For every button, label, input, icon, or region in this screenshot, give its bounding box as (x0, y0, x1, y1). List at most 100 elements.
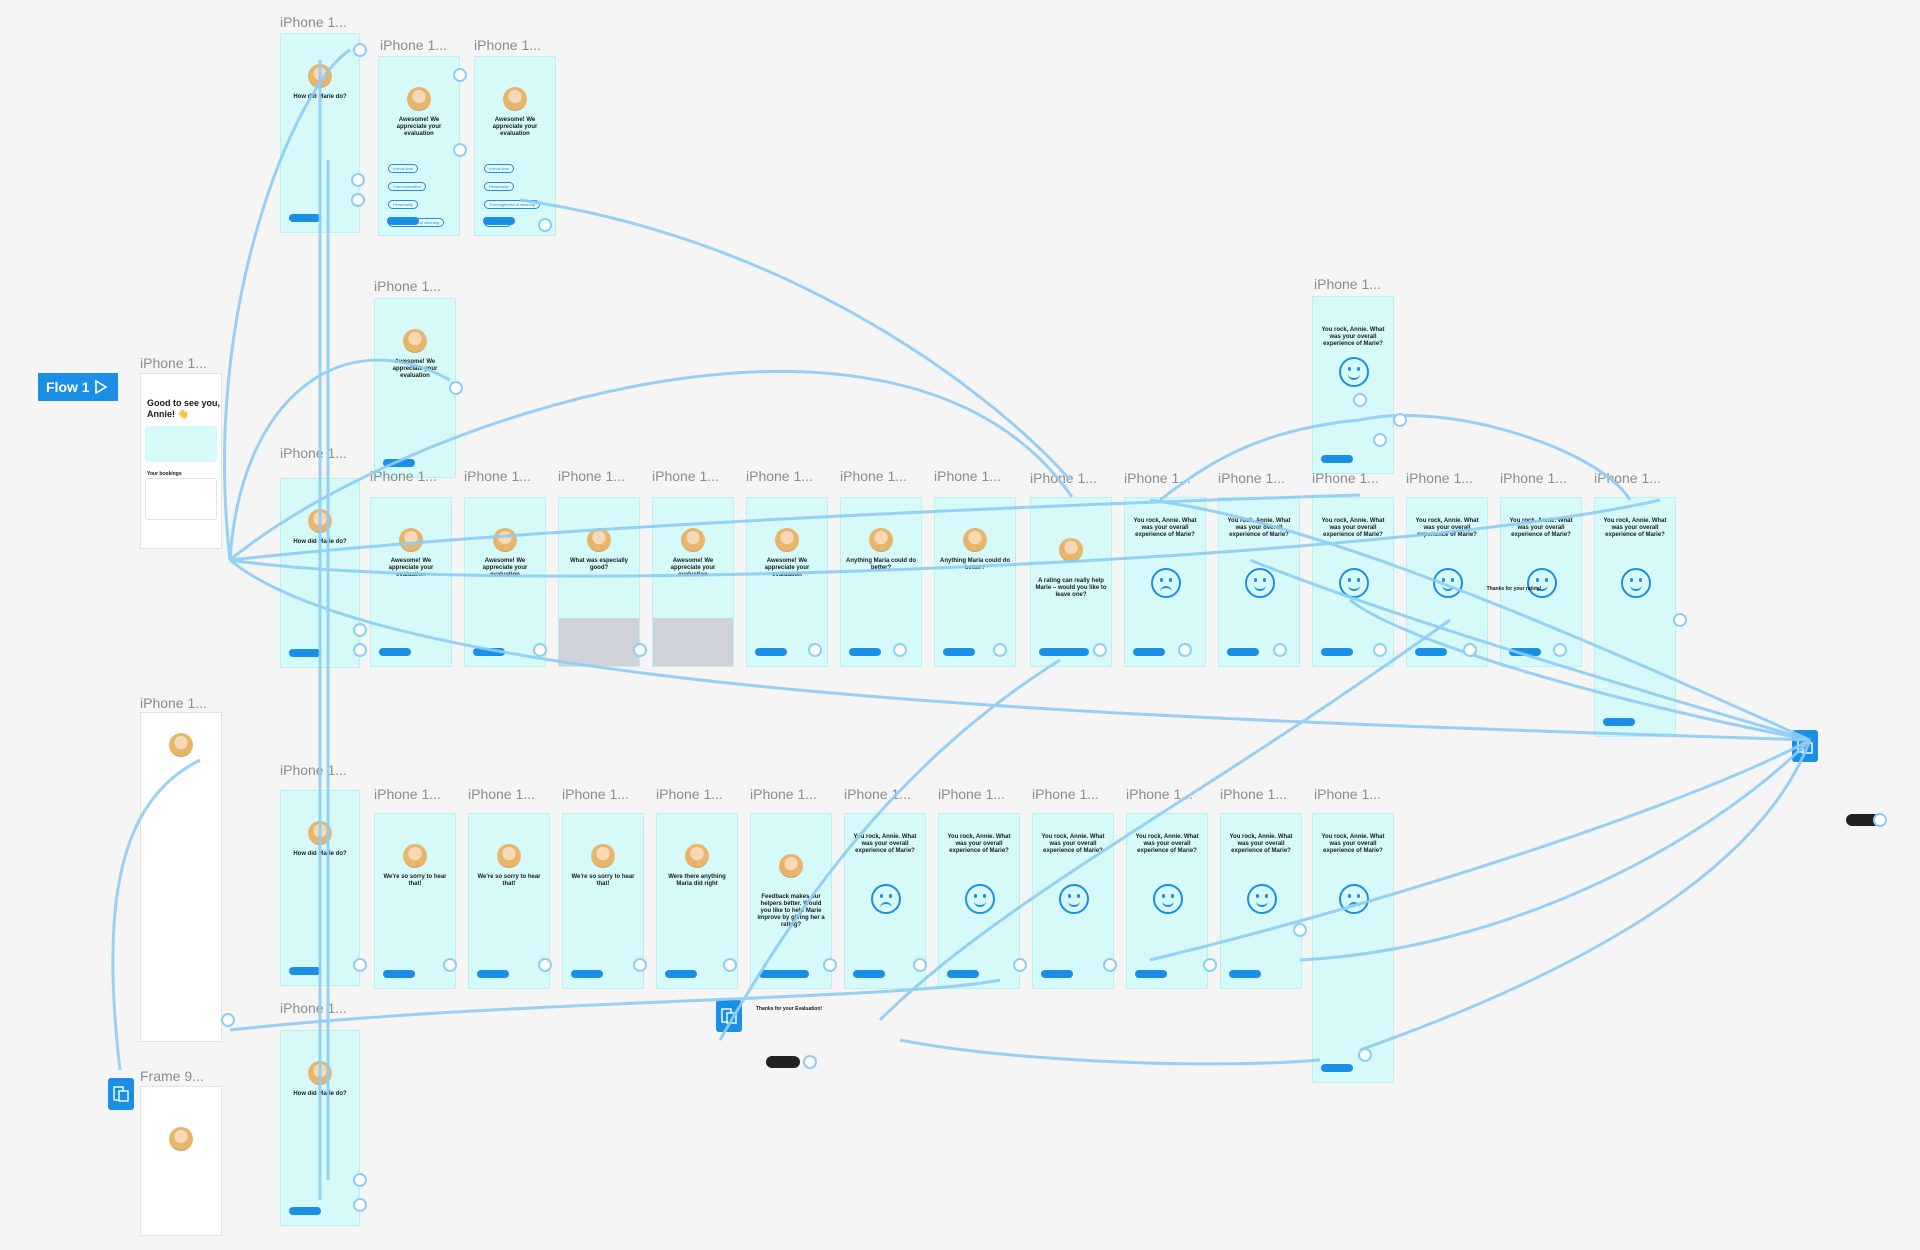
next-button[interactable] (473, 648, 505, 656)
toggle-switch[interactable] (766, 1056, 800, 1068)
screen-how-did[interactable]: How did Marie do? (280, 33, 360, 233)
screen-how-did-last[interactable]: How did Marie do? (280, 1030, 360, 1226)
chip[interactable]: Arrival time (388, 164, 419, 173)
screen-how-did-mid[interactable]: How did Marie do? (280, 478, 360, 668)
frame-label: Frame 9... (140, 1068, 204, 1084)
screen-you-rock-b6[interactable]: You rock, Annie. What was your overall e… (1312, 813, 1394, 1083)
send-button[interactable] (1321, 455, 1353, 463)
frame-label: iPhone 1... (1220, 786, 1287, 802)
screen-could-better-1[interactable]: Anything Maria could do better? (840, 497, 922, 667)
next-button[interactable] (383, 459, 415, 467)
screen-mid-3[interactable]: Awesome! We appreciate your evaluation (746, 497, 828, 667)
next-button[interactable] (483, 217, 515, 225)
send-button[interactable] (1041, 970, 1073, 978)
screen-you-rock-1[interactable]: You rock, Annie. What was your overall e… (1124, 497, 1206, 667)
screen-feedback-helpers[interactable]: Feedback makes our helpers better. Would… (750, 813, 832, 989)
screen-you-rock-b4[interactable]: You rock, Annie. What was your overall e… (1126, 813, 1208, 989)
rate-button[interactable] (1039, 648, 1089, 656)
send-button[interactable] (1227, 648, 1259, 656)
next-button[interactable] (665, 970, 697, 978)
chip[interactable]: Thoroughness of cleaning (484, 200, 541, 209)
home-card[interactable] (145, 426, 217, 462)
chip[interactable]: Arrival time (484, 164, 515, 173)
next-button[interactable] (387, 217, 419, 225)
screen-you-rock-6[interactable]: You rock, Annie. What was your overall e… (1594, 497, 1676, 737)
helper-avatar (681, 528, 705, 552)
send-button[interactable] (1321, 648, 1353, 656)
continue-button[interactable] (289, 649, 321, 657)
frame-label: iPhone 1... (1312, 470, 1379, 486)
smile-icon (1433, 568, 1463, 598)
keyboard[interactable] (559, 618, 639, 666)
send-button[interactable] (853, 970, 885, 978)
send-button[interactable] (1321, 1064, 1353, 1072)
chip[interactable]: Communication (388, 182, 426, 191)
screen-mid-1[interactable]: Awesome! We appreciate your evaluation (370, 497, 452, 667)
screen-mid-2[interactable]: Awesome! We appreciate your evaluation (464, 497, 546, 667)
next-button[interactable] (849, 648, 881, 656)
continue-button[interactable] (755, 648, 787, 656)
home-screen-frame[interactable]: Good to see you, Annie! 👋 Your bookings (140, 373, 222, 549)
smile-icon (1621, 568, 1651, 598)
next-button[interactable] (943, 648, 975, 656)
screen-sorry-1[interactable]: We're so sorry to hear that! (374, 813, 456, 989)
send-button[interactable] (1133, 648, 1165, 656)
screen-title: Anything Maria could do better? (846, 558, 916, 571)
screen-you-rock-2[interactable]: You rock, Annie. What was your overall e… (1218, 497, 1300, 667)
screen-you-rock-b1[interactable]: You rock, Annie. What was your overall e… (844, 813, 926, 989)
rate-button[interactable] (759, 970, 809, 978)
screen-you-rock-b2[interactable]: You rock, Annie. What was your overall e… (938, 813, 1020, 989)
frame-label: iPhone 1... (140, 355, 207, 371)
continue-button[interactable] (289, 967, 321, 975)
screen-title: You rock, Annie. What was your overall e… (1229, 834, 1293, 854)
device-node[interactable] (1792, 730, 1818, 762)
booking-details-frame[interactable] (140, 1086, 222, 1236)
send-button[interactable] (1415, 648, 1447, 656)
chip[interactable]: Personality (484, 182, 514, 191)
screen-went-right[interactable]: Were there anything Maria did right (656, 813, 738, 989)
smile-icon (965, 884, 995, 914)
screen-appreciate[interactable]: Awesome! We appreciate your evaluation A… (378, 56, 460, 236)
keyboard[interactable] (653, 618, 733, 666)
screen-rating-help[interactable]: A rating can really help Marie – would y… (1030, 497, 1112, 667)
continue-button[interactable] (289, 214, 321, 222)
screen-you-rock-b3[interactable]: You rock, Annie. What was your overall e… (1032, 813, 1114, 989)
screen-how-did-bottom[interactable]: How did Marie do? (280, 790, 360, 986)
send-button[interactable] (1603, 718, 1635, 726)
device-node[interactable] (716, 1000, 742, 1032)
booking-card[interactable] (145, 478, 217, 520)
frame-label: iPhone 1... (656, 786, 723, 802)
home-section-title: Your bookings (147, 471, 182, 477)
helper-avatar (963, 528, 987, 552)
continue-button[interactable] (289, 1207, 321, 1215)
helper-avatar (308, 64, 332, 88)
send-button[interactable] (1229, 970, 1261, 978)
frame-label: iPhone 1... (474, 37, 541, 53)
screen-title: How did Marie do? (293, 851, 347, 857)
next-button[interactable] (477, 970, 509, 978)
profile-screen-frame[interactable] (140, 712, 222, 1042)
send-button[interactable] (1135, 970, 1167, 978)
screen-sorry-3[interactable]: We're so sorry to hear that! (562, 813, 644, 989)
screen-appreciate-3[interactable]: Awesome! We appreciate your evaluation (374, 298, 456, 478)
screen-mid-keyboard-2[interactable]: Awesome! We appreciate your evaluation (652, 497, 734, 667)
device-node[interactable] (108, 1078, 134, 1110)
frame-label: iPhone 1... (558, 468, 625, 484)
screen-mid-keyboard-1[interactable]: What was especially good? (558, 497, 640, 667)
screen-could-better-2[interactable]: Anything Maria could do better? (934, 497, 1016, 667)
next-button[interactable] (571, 970, 603, 978)
next-button[interactable] (379, 648, 411, 656)
chip[interactable]: Personality (388, 200, 418, 209)
screen-sorry-2[interactable]: We're so sorry to hear that! (468, 813, 550, 989)
screen-you-rock-b5[interactable]: You rock, Annie. What was your overall e… (1220, 813, 1302, 989)
screen-you-rock-3[interactable]: You rock, Annie. What was your overall e… (1312, 497, 1394, 667)
smile-icon (1339, 568, 1369, 598)
screen-you-rock-top[interactable]: You rock, Annie. What was your overall e… (1312, 296, 1394, 474)
send-button[interactable] (947, 970, 979, 978)
screen-appreciate-2[interactable]: Awesome! We appreciate your evaluation A… (474, 56, 556, 236)
screen-title: Anything Maria could do better? (940, 558, 1010, 571)
next-button[interactable] (383, 970, 415, 978)
flow-start-button[interactable]: Flow 1 (38, 373, 118, 401)
toggle-switch[interactable] (1846, 814, 1880, 826)
